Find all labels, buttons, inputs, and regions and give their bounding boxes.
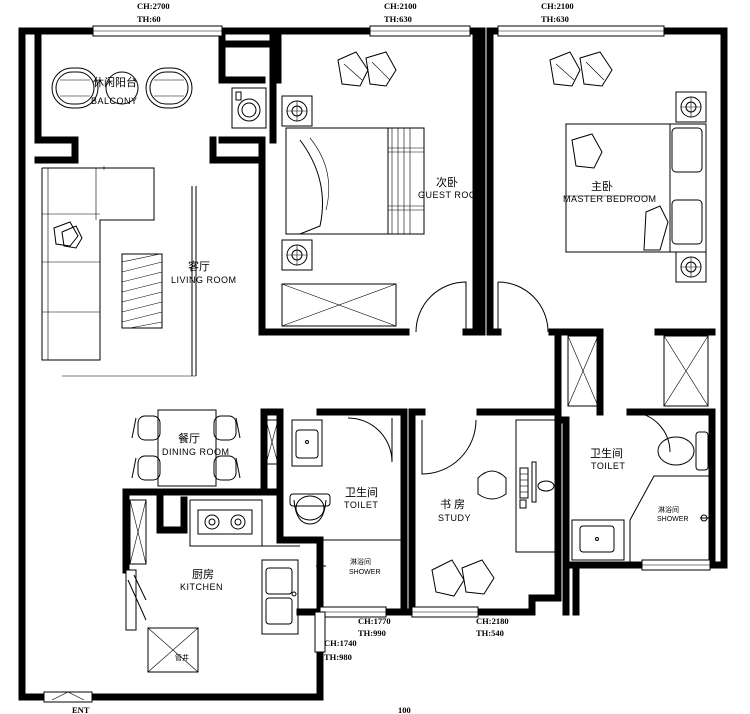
- study-en: STUDY: [438, 513, 471, 523]
- scale-fragment: 100: [398, 705, 411, 714]
- toilet1-cn: 卫生间: [345, 485, 378, 499]
- master-window-th: TH:630: [541, 14, 569, 24]
- dining-cn: 餐厅: [178, 431, 200, 445]
- dining-en: DINING ROOM: [162, 447, 230, 457]
- balcony-en: BALCONY: [91, 96, 138, 106]
- guest-wardrobe: [281, 283, 397, 327]
- kitchen-sink-icon: [265, 567, 297, 625]
- utility-cn: 管井: [175, 653, 189, 662]
- shower1-cn: 淋浴间: [350, 557, 371, 566]
- shower2-cn: 淋浴间: [658, 505, 679, 514]
- balcony-round-table: [105, 71, 139, 105]
- toilet-window-ch: CH:1770: [358, 616, 391, 626]
- kitchen-cabinet: [129, 499, 147, 565]
- kitchen-en: KITCHEN: [180, 582, 223, 592]
- guest-bed: [285, 127, 425, 235]
- guest-nightstand-top: [281, 95, 313, 127]
- kitchen-window-th: TH:980: [324, 652, 352, 662]
- walls: [18, 27, 728, 701]
- shower2-head-icon: [700, 514, 712, 522]
- study-pillows: [431, 559, 495, 597]
- guest-en: GUEST ROOM: [418, 190, 484, 200]
- guest-window-ch: CH:2100: [384, 1, 417, 11]
- dining-chairs: [131, 415, 241, 481]
- master-wardrobe-left: [567, 335, 599, 407]
- computer-monitor-icon: [531, 461, 555, 503]
- toilet2-en: TOILET: [591, 461, 625, 471]
- master-en: MASTER BEDROOM: [563, 194, 657, 204]
- sofa-cushions-icon: [53, 221, 83, 249]
- master-wardrobe-right: [663, 335, 709, 407]
- master-pillows: [549, 51, 613, 169]
- balcony-window-th: TH:60: [137, 14, 161, 24]
- shower1-head-icon: [316, 562, 326, 570]
- utility-shaft: [147, 627, 199, 673]
- doors: [127, 281, 671, 621]
- study-chair-icon: [477, 470, 507, 500]
- windows: [43, 25, 711, 703]
- master-window-ch: CH:2100: [541, 1, 574, 11]
- toilet1-toilet-icon: [289, 493, 331, 525]
- guest-window-th: TH:630: [384, 14, 412, 24]
- entry-fragment: ENT: [72, 705, 90, 714]
- toilet1-sink-icon: [291, 419, 323, 467]
- guest-nightstand-bottom: [281, 239, 313, 271]
- master-nightstand-top: [675, 91, 707, 123]
- master-nightstand-bottom: [675, 251, 707, 283]
- study-window-th: TH:540: [476, 628, 504, 638]
- shower2-en: SHOWER: [657, 516, 689, 523]
- tv-cabinet: [62, 166, 197, 377]
- toilet-window-th: TH:990: [358, 628, 386, 638]
- kitchen-cn: 厨房: [192, 568, 214, 581]
- guest-pillows: [337, 51, 397, 87]
- study-window-ch: CH:2180: [476, 616, 509, 626]
- study-cn: 书 房: [440, 498, 465, 511]
- sofa: [41, 167, 155, 361]
- balcony-lounge-chair-left: [51, 67, 99, 109]
- coffee-table: [121, 253, 163, 329]
- toilet2-cn: 卫生间: [590, 446, 623, 460]
- shower2-enclosure: [629, 475, 712, 521]
- living-en: LIVING ROOM: [171, 275, 237, 285]
- toilet1-en: TOILET: [344, 500, 378, 510]
- study-desk: [515, 419, 557, 553]
- living-cn: 客厅: [188, 259, 210, 273]
- stove-icon: [197, 509, 253, 535]
- kitchen-window-ch: CH:1740: [324, 638, 357, 648]
- balcony-lounge-chair-right: [145, 67, 193, 109]
- master-cn: 主卧: [591, 180, 613, 193]
- shower1-en: SHOWER: [349, 569, 381, 576]
- balcony-window-ch: CH:2700: [137, 1, 170, 11]
- toilet2-sink-icon: [571, 519, 625, 561]
- entry-arrow-icon: [51, 691, 85, 701]
- guest-cn: 次卧: [436, 175, 458, 189]
- toilet2-toilet-icon: [657, 431, 709, 471]
- balcony-cn: 休闲阳台: [93, 75, 137, 89]
- dining-table: [157, 409, 217, 487]
- dining-cabinet: [265, 419, 279, 465]
- master-bed: [565, 123, 707, 253]
- washing-machine-icon: [231, 87, 267, 129]
- kitchen-counter: [189, 499, 300, 635]
- keyboard-icon: [519, 467, 529, 509]
